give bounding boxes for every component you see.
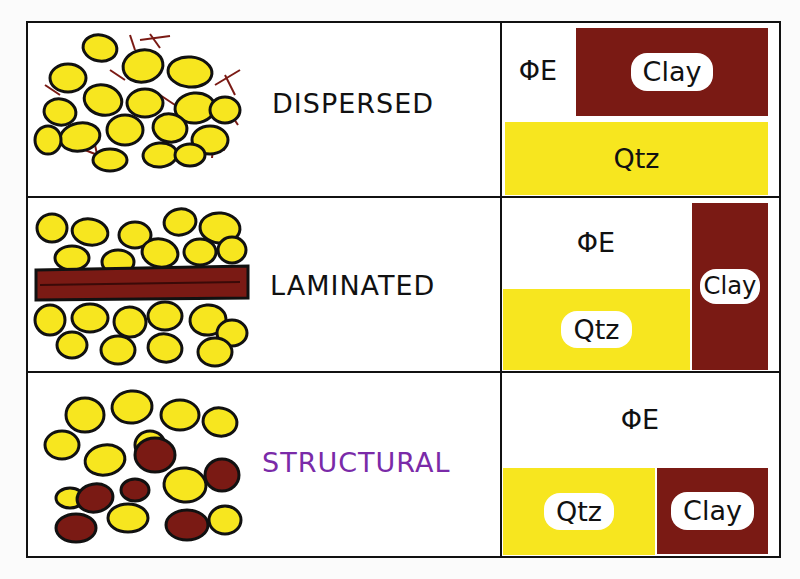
clay-lamina [36, 266, 248, 300]
quartz-box: Qtz [503, 468, 655, 555]
quartz-box: Qtz [505, 122, 768, 195]
sand-grain [42, 96, 78, 127]
component-label: Qtz [613, 144, 659, 174]
lamina-line [40, 282, 240, 285]
sand-grain [55, 246, 89, 270]
sand-grain [72, 304, 108, 332]
row-divider [27, 196, 780, 198]
sand-grain [163, 466, 208, 504]
texture-label: LAMINATED [270, 270, 435, 301]
component-label: Clay [631, 53, 714, 91]
component-label: Qtz [544, 493, 614, 531]
component-label: Qtz [561, 311, 631, 349]
porosity-box: ΦE [502, 24, 574, 117]
porosity-box: ΦE [502, 374, 778, 466]
sand-grain [107, 115, 143, 145]
clay-fibre [215, 70, 240, 85]
clay-fibre [150, 34, 160, 48]
component-label: ΦE [577, 228, 615, 258]
clay-box: Clay [576, 28, 768, 116]
sand-grain [184, 239, 216, 265]
clay-clast [121, 479, 149, 501]
sand-grain [162, 206, 198, 237]
sand-grain [93, 149, 127, 171]
sand-grain [127, 89, 163, 117]
sand-grain [57, 332, 87, 358]
sand-grain [151, 111, 189, 144]
clay-clast [205, 459, 239, 491]
sand-grain [218, 237, 246, 263]
sand-grain [167, 55, 213, 89]
clay-box: Clay [657, 468, 768, 554]
quartz-box: Qtz [503, 289, 690, 370]
sand-grain [209, 506, 241, 534]
sand-grain [101, 336, 135, 364]
sand-grain [66, 398, 104, 432]
sand-grain [50, 64, 86, 92]
sand-grain [111, 389, 154, 424]
sand-grain [108, 504, 148, 532]
porosity-box: ΦE [502, 199, 690, 287]
sand-grain [142, 142, 178, 169]
sand-grain [58, 120, 102, 155]
clay-clast [56, 514, 96, 542]
clay-clast [135, 438, 175, 472]
sand-grain [81, 81, 125, 120]
component-label: ΦE [519, 56, 557, 86]
component-label: Clay [700, 269, 761, 304]
clay-clast [75, 481, 115, 515]
sand-grain [35, 305, 65, 335]
frame [27, 22, 780, 557]
clay-clast [166, 510, 208, 540]
sand-grain [146, 331, 184, 364]
clay-box: Clay [692, 203, 768, 370]
sand-grain [83, 442, 128, 478]
clay-fibre [225, 75, 235, 95]
grain-illustration [35, 32, 248, 542]
sand-grain [35, 126, 61, 154]
sand-grain [37, 214, 67, 242]
sand-grain [81, 32, 119, 64]
sand-grain [201, 405, 239, 438]
sand-grain [198, 338, 232, 366]
sand-grain [161, 400, 199, 430]
clay-fibre [130, 35, 135, 50]
texture-label: DISPERSED [272, 88, 434, 119]
sand-grain [175, 144, 205, 166]
texture-label: STRUCTURAL [262, 447, 450, 478]
sand-grain [45, 431, 79, 459]
component-label: Clay [671, 492, 754, 530]
component-label: ΦE [621, 405, 659, 435]
sand-grain [140, 236, 180, 270]
row-divider [27, 371, 780, 373]
sand-grain [70, 216, 110, 248]
sand-grain [210, 97, 240, 123]
sand-grain [121, 47, 166, 85]
sand-grain [148, 302, 182, 330]
sand-grain [112, 304, 149, 339]
